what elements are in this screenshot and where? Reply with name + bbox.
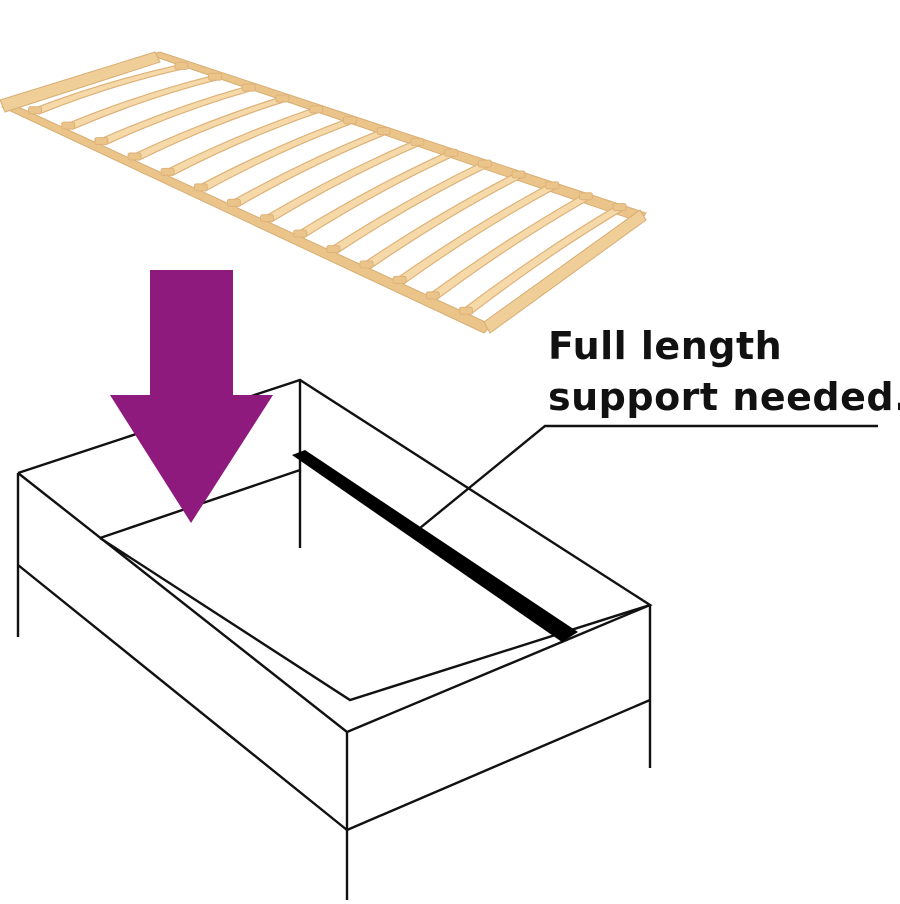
slat-holder-cap (545, 181, 560, 190)
slat-holder-cap (94, 137, 109, 146)
slat-holder-cap (458, 306, 473, 315)
frame-end-right (483, 209, 647, 334)
down-arrow-icon (110, 270, 273, 523)
callout-text-line-1: Full length (548, 324, 783, 368)
callout-text-line-2: support needed. (548, 375, 900, 419)
box-band-right (346, 698, 651, 832)
slat-holder-cap (275, 94, 290, 103)
center-support-beam-icon (292, 450, 578, 642)
slat-holder-cap (376, 127, 391, 136)
slat-holder-cap (61, 121, 76, 130)
box-top-rim-outer (17, 378, 653, 734)
frame-end-left (0, 51, 161, 113)
slat-holder-cap (410, 137, 425, 146)
slat-holder-cap (208, 72, 223, 81)
slat-holder-cap (511, 170, 526, 179)
slat-holder-cap (28, 106, 43, 115)
slat-holder-cap (425, 291, 440, 300)
slat-holder-cap (309, 105, 324, 114)
frame-rail-back (148, 51, 647, 223)
slat-holder-cap (359, 260, 374, 269)
slat-holder-cap (226, 198, 241, 207)
slat-holder-cap (326, 245, 341, 254)
slat-holder-cap (260, 214, 275, 223)
slat-holder-cap (342, 116, 357, 125)
slat-holder-cap (241, 83, 256, 92)
box-band-left (17, 564, 348, 831)
slat-holder-cap (174, 61, 189, 70)
callout-leader-line (419, 424, 878, 529)
slat-holder-cap (193, 183, 208, 192)
slat-holder-cap (160, 167, 175, 176)
slat-group (28, 61, 627, 316)
slat-holder-cap (612, 203, 627, 212)
slat-holder-cap (392, 275, 407, 284)
slat-holder-cap (293, 229, 308, 238)
slat-holder-cap (127, 152, 142, 161)
slat-holder-cap (477, 159, 492, 168)
slatted-bed-base-icon (0, 51, 647, 334)
box-top-rim-inner-front (99, 536, 651, 702)
slat-holder-cap (578, 192, 593, 201)
slat-holder-cap (444, 148, 459, 157)
bed-frame-box-icon (16, 378, 653, 900)
